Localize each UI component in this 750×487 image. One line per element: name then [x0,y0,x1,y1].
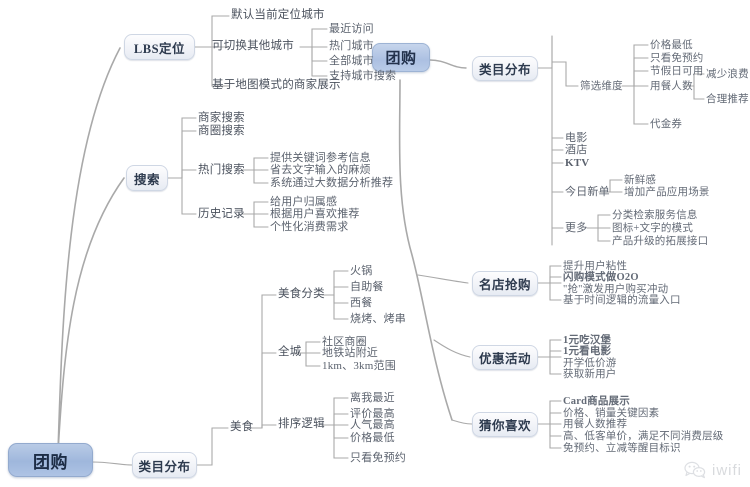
search-child-district[interactable]: 商圈搜索 [198,125,245,137]
search-history-preference[interactable]: 根据用户喜欢推荐 [270,208,360,220]
food-category-hotpot[interactable]: 火锅 [350,265,373,277]
lbs-switch-city-recent[interactable]: 最近访问 [329,23,374,35]
headcount-reasonable-recommend[interactable]: 合理推荐 [706,94,749,105]
promo-new-users[interactable]: 获取新用户 [563,369,617,380]
search-history-personalized[interactable]: 个性化消费需求 [270,221,349,233]
food-category-buffet[interactable]: 自助餐 [350,281,384,293]
search-child-history[interactable]: 历史记录 [198,208,245,220]
branch-label-category-bottom: 类目分布 [138,459,191,474]
center-node-groupon[interactable]: 团购 [372,43,430,72]
branch-node-category-bottom[interactable]: 类目分布 [132,452,197,478]
lbs-child-default-city[interactable]: 默认当前定位城市 [231,9,325,21]
promo-1yuan-burger[interactable]: 1元吃汉堡 [563,335,612,346]
filter-voucher[interactable]: 代金券 [650,119,683,130]
category-top-ktv[interactable]: KTV [565,157,590,169]
food-sort-top-rated[interactable]: 评价最高 [350,408,395,420]
branch-label-recommend: 猜你喜欢 [478,419,531,433]
today-new-scenarios[interactable]: 增加产品应用场景 [624,187,710,198]
food-category-bbq[interactable]: 烧烤、烤串 [350,313,406,325]
recommend-badges[interactable]: 免预约、立减等醒目标识 [563,443,681,454]
food-citywide-subway[interactable]: 地铁站附近 [322,347,378,359]
filter-dining-headcount[interactable]: 用餐人数 [650,81,693,92]
branch-node-search[interactable]: 搜索 [126,165,168,191]
promo-1yuan-movie[interactable]: 1元看电影 [563,346,612,357]
food-citywide-community[interactable]: 社区商圈 [322,336,367,348]
food-branch-label[interactable]: 美食 [230,421,254,433]
category-top-hotel[interactable]: 酒店 [565,144,588,156]
promo-school-trip[interactable]: 开学低价游 [563,358,617,369]
branch-node-promotions[interactable]: 优惠活动 [472,345,538,370]
lbs-switch-city-search[interactable]: 支持城市搜索 [329,70,397,82]
category-top-more[interactable]: 更多 [565,222,588,234]
recommend-card-display[interactable]: Card商品展示 [563,396,630,407]
lbs-switch-city-hot[interactable]: 热门城市 [329,40,374,52]
root-node-groupon[interactable]: 团购 [8,443,93,477]
filter-no-reservation[interactable]: 只看免预约 [650,53,704,64]
flash-sale-impulse[interactable]: "抢"激发用户购买冲动 [563,284,669,295]
flash-sale-stickiness[interactable]: 提升用户粘性 [563,261,628,272]
recommend-price-tiers[interactable]: 高、低客单价，满足不同消费层级 [563,431,724,442]
search-hot-save-typing[interactable]: 省去文字输入的麻烦 [270,164,371,176]
recommend-price-sales[interactable]: 价格、销量关键因素 [563,408,660,419]
lbs-child-map-mode[interactable]: 基于地图模式的商家展示 [212,79,341,91]
filter-holiday-usable[interactable]: 节假日可用 [650,66,704,77]
branch-label-promotions: 优惠活动 [478,352,531,366]
wechat-icon [684,461,706,479]
search-child-merchant[interactable]: 商家搜索 [198,112,245,124]
watermark: iwifi [684,461,742,479]
more-upgrade-interface[interactable]: 产品升级的拓展接口 [612,236,709,247]
food-child-sort[interactable]: 排序逻辑 [278,418,325,430]
branch-node-category-top[interactable]: 类目分布 [472,56,538,81]
branch-label-lbs: LBS定位 [133,41,186,56]
search-hot-bigdata[interactable]: 系统通过大数据分析推荐 [270,177,394,189]
root-node-label: 团购 [33,452,68,472]
branch-label-search: 搜索 [133,172,160,187]
food-child-category[interactable]: 美食分类 [278,288,325,300]
filter-price-lowest[interactable]: 价格最低 [650,40,693,51]
branch-label-category-top: 类目分布 [478,63,531,77]
food-sort-popular[interactable]: 人气最高 [350,419,395,431]
branch-node-recommend[interactable]: 猜你喜欢 [472,412,538,437]
food-sort-nearest[interactable]: 离我最近 [350,392,395,404]
food-category-western[interactable]: 西餐 [350,297,373,309]
category-top-filter-dimension[interactable]: 筛选维度 [580,81,623,92]
more-classified-search[interactable]: 分类检索服务信息 [612,210,698,221]
category-top-today-new[interactable]: 今日新单 [565,186,610,198]
food-sort-no-reservation[interactable]: 只看免预约 [350,452,406,464]
today-new-freshness[interactable]: 新鲜感 [624,175,657,186]
center-node-label: 团购 [385,51,417,67]
search-child-hot[interactable]: 热门搜索 [198,164,245,176]
food-child-citywide[interactable]: 全城 [278,346,302,358]
recommend-headcount[interactable]: 用餐人数推荐 [563,419,628,430]
flash-sale-o2o[interactable]: 闪购模式做O2O [563,272,639,283]
branch-node-lbs[interactable]: LBS定位 [124,34,195,60]
watermark-text: iwifi [712,461,742,479]
search-history-belonging[interactable]: 给用户归属感 [270,196,338,208]
food-sort-cheapest[interactable]: 价格最低 [350,432,395,444]
lbs-child-switch-city[interactable]: 可切换其他城市 [212,40,294,52]
lbs-switch-city-all[interactable]: 全部城市 [329,55,374,67]
headcount-reduce-waste[interactable]: 减少浪费 [706,69,749,80]
food-citywide-radius[interactable]: 1km、3km范围 [322,360,396,372]
category-top-movie[interactable]: 电影 [565,132,588,144]
branch-label-flash-sale: 名店抢购 [478,278,531,292]
flash-sale-time-entry[interactable]: 基于时间逻辑的流量入口 [563,295,681,306]
branch-node-flash-sale[interactable]: 名店抢购 [472,271,538,296]
more-icon-text-mode[interactable]: 图标+文字的模式 [612,223,694,234]
search-hot-keyword-ref[interactable]: 提供关键词参考信息 [270,152,371,164]
